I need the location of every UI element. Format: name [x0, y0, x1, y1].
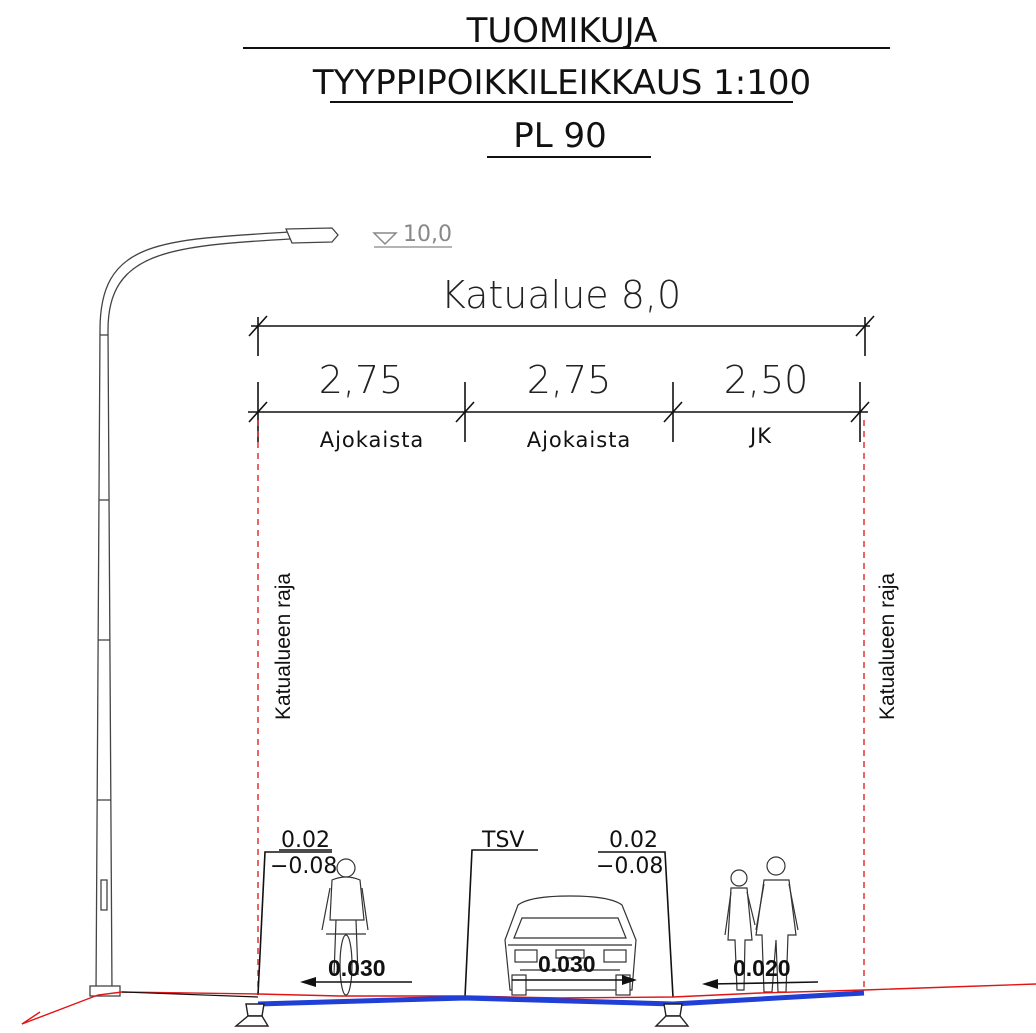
- segment-label-1: Ajokaista: [320, 428, 425, 452]
- overall-dimension: Katualue 8,0: [248, 273, 875, 356]
- elevation-label: 10,0: [403, 222, 452, 247]
- cyclist-figure: [321, 858, 369, 996]
- title-section-type: TYYPPIPOIKKILEIKKAUS 1:100: [312, 63, 811, 103]
- car-figure: [504, 895, 637, 996]
- pavement-surface: [257, 990, 865, 1007]
- layer-left-bottom: −0.08: [270, 854, 337, 879]
- boundary-label-right: Katualueen raja: [876, 573, 899, 720]
- clearance-envelopes: [257, 849, 674, 998]
- title-station: PL 90: [513, 116, 607, 156]
- layer-labels: 0.02 −0.08 TSV 0.02 −0.08: [270, 828, 663, 879]
- segment-label-2: Ajokaista: [527, 428, 632, 452]
- clearance-center: [464, 849, 538, 998]
- slope-center: 0.030: [538, 951, 596, 977]
- title-block: TUOMIKUJA TYYPPIPOIKKILEIKKAUS 1:100 PL …: [243, 11, 890, 158]
- layer-right-bottom: −0.08: [596, 854, 663, 879]
- layer-center: TSV: [481, 828, 524, 853]
- layer-right-top: 0.02: [609, 828, 658, 853]
- boundary-label-left: Katualueen raja: [272, 573, 295, 720]
- title-street-name: TUOMIKUJA: [466, 11, 658, 51]
- segment-label-3: JK: [748, 424, 772, 448]
- segment-width-3: 2,50: [724, 358, 809, 402]
- slope-right: 0.020: [733, 955, 791, 981]
- elevation-marker: 10,0: [372, 222, 452, 248]
- clearance-right: [598, 851, 674, 998]
- street-lamp: [89, 227, 339, 997]
- clearance-left: [257, 851, 332, 996]
- curb-symbols: [234, 1003, 690, 1027]
- slope-arrows: 0.030 0.030 0.020: [300, 951, 819, 989]
- segment-width-1: 2,75: [319, 358, 404, 402]
- pedestrians-figure: [724, 856, 799, 993]
- segment-dimensions: 2,75 2,75 2,50 Ajokaista Ajokaista JK: [248, 358, 870, 452]
- street-area-label: Katualue 8,0: [441, 273, 681, 317]
- segment-width-2: 2,75: [527, 358, 612, 402]
- elevation-triangle-icon: [372, 232, 398, 246]
- slope-left: 0.030: [328, 955, 386, 981]
- street-area-boundaries: Katualueen raja Katualueen raja: [257, 420, 899, 995]
- layer-left-top: 0.02: [281, 828, 330, 853]
